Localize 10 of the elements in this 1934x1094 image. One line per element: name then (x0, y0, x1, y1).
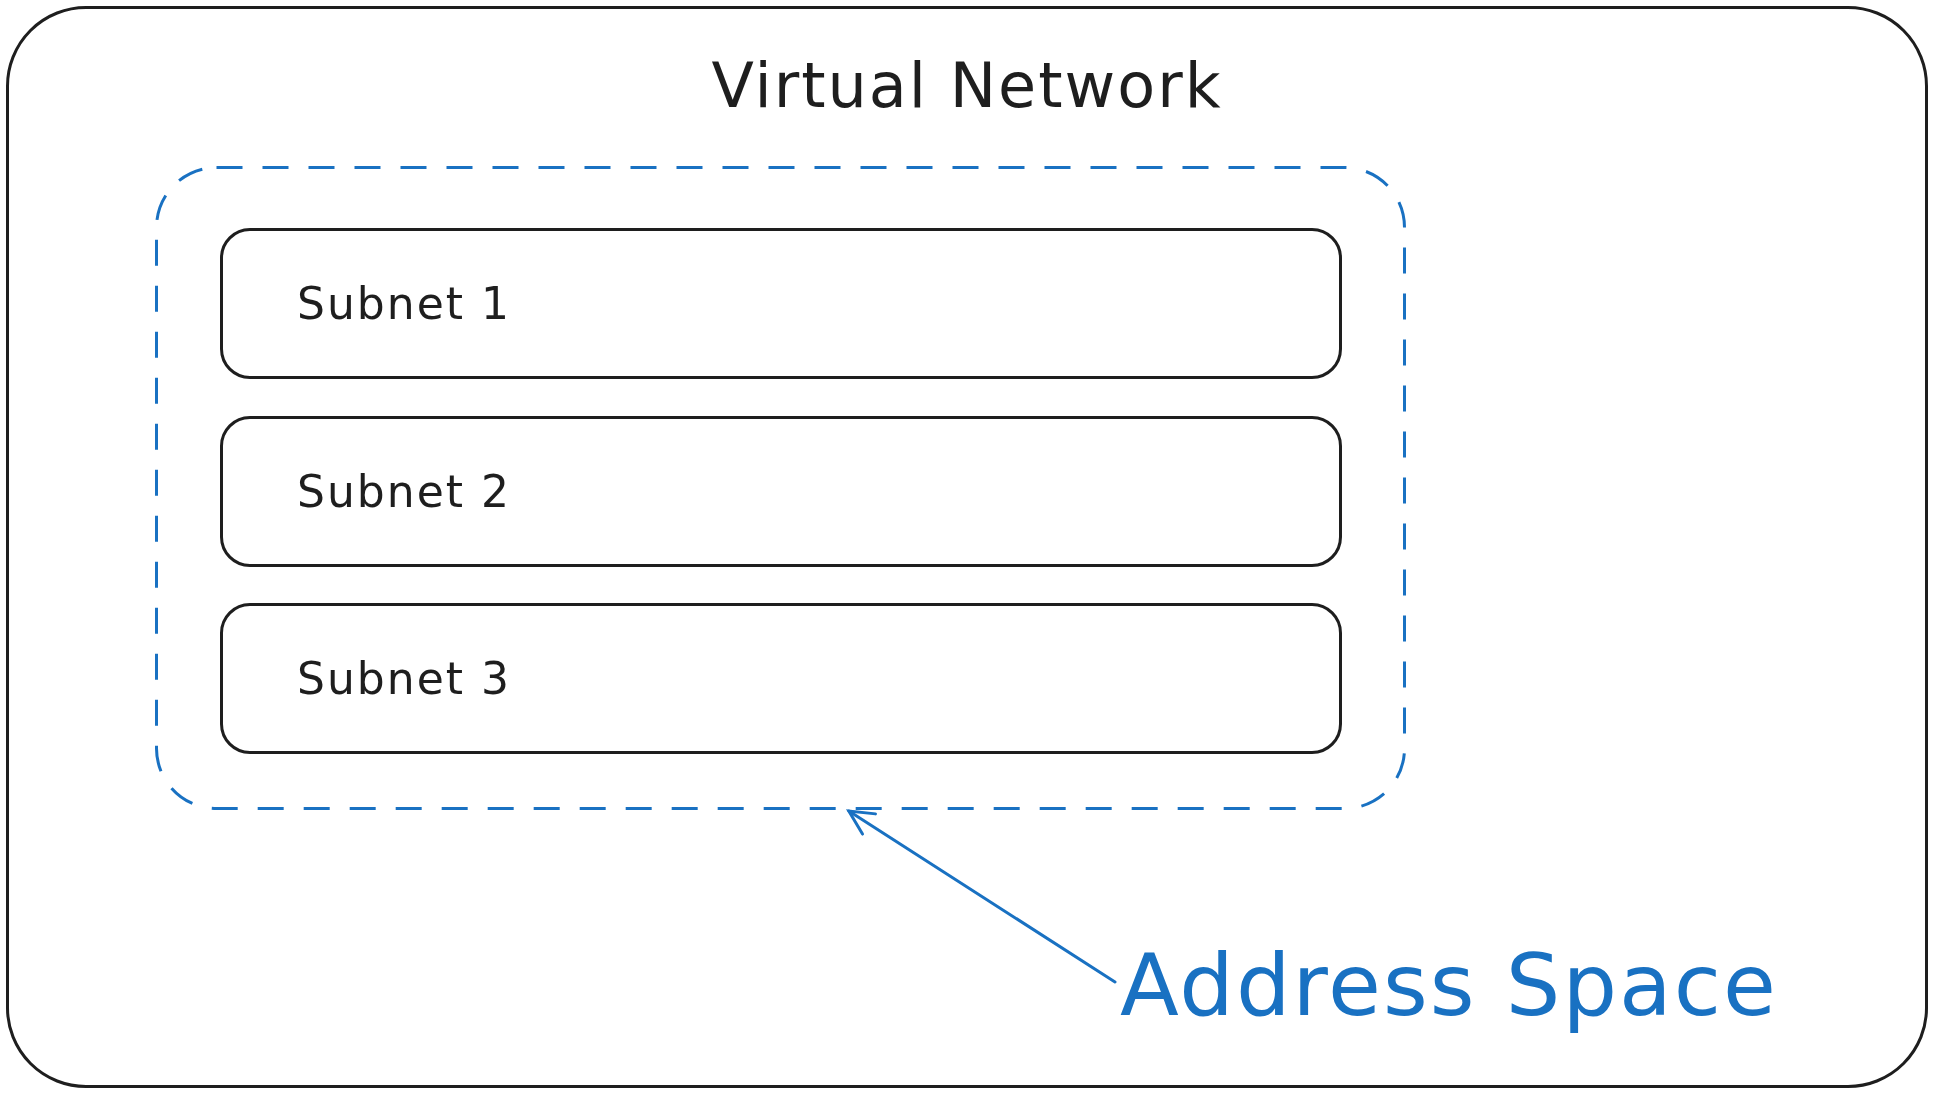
subnet-box (220, 603, 1342, 754)
subnet-label: Subnet 3 (297, 653, 511, 704)
subnet-label: Subnet 2 (297, 466, 511, 517)
subnet-box (220, 416, 1342, 567)
subnet-box (220, 228, 1342, 379)
box-heading: Virtual Network (710, 49, 1224, 122)
arrow (847, 809, 1117, 984)
frame-box (6, 6, 1928, 1088)
callout-label: Address Space (1120, 935, 1778, 1035)
subnet-label: Subnet 1 (297, 278, 511, 329)
